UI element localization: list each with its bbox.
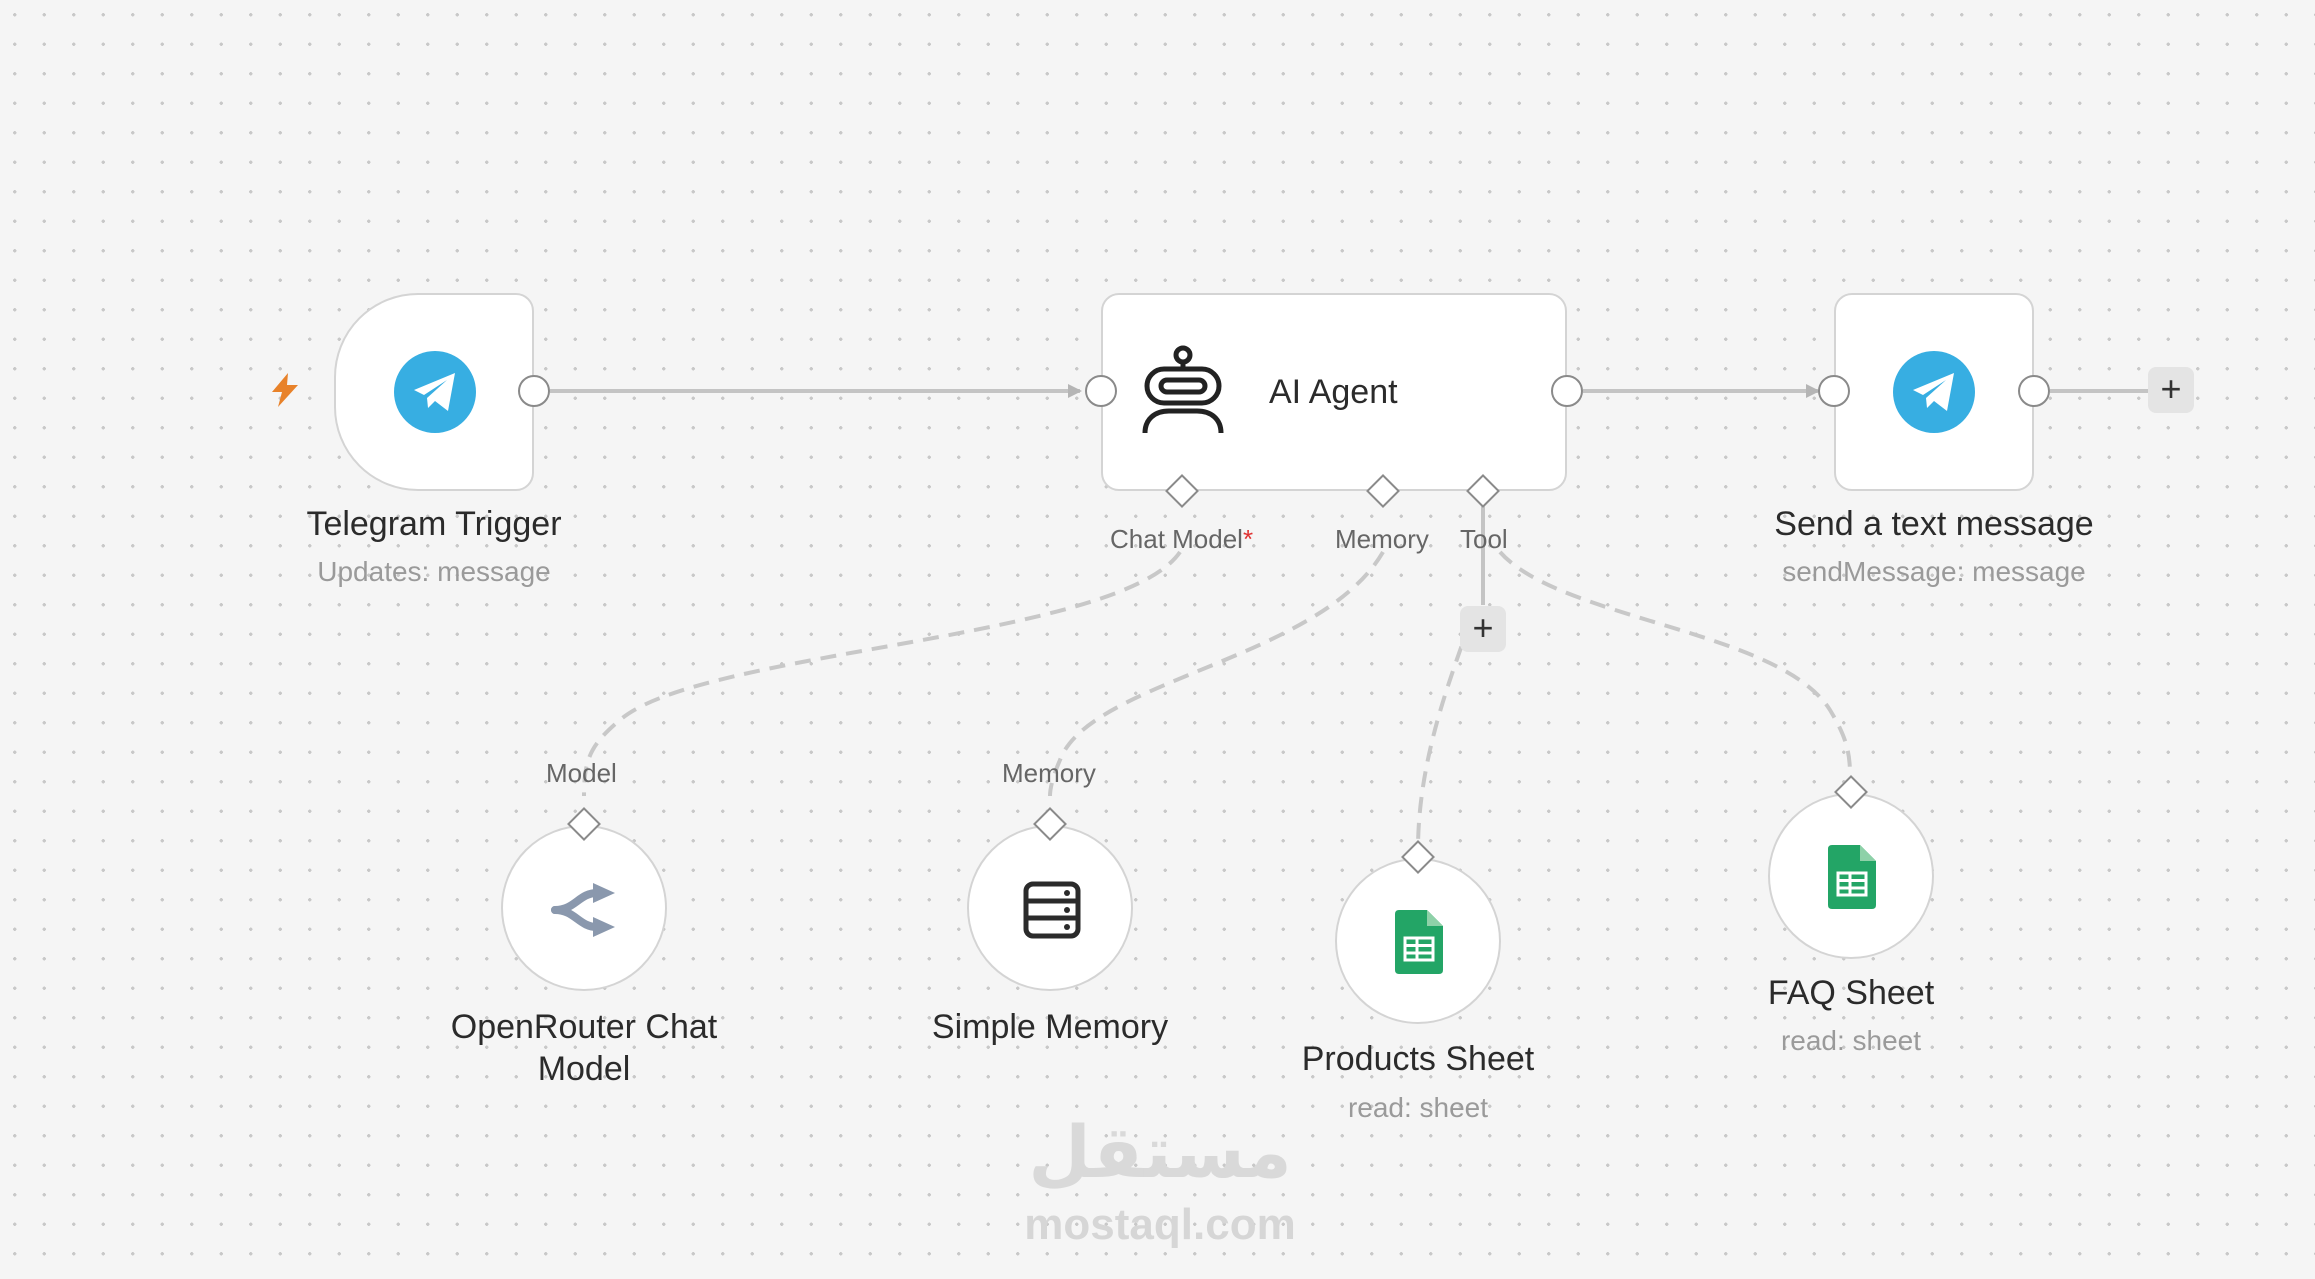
ai-agent-node[interactable]: AI Agent	[1101, 293, 1567, 491]
send-message-title: Send a text message	[1774, 505, 2094, 543]
robot-icon	[1142, 345, 1224, 434]
products-sheet-subtitle: read: sheet	[1347, 1092, 1489, 1123]
telegram-icon	[1893, 351, 1975, 433]
openrouter-icon	[551, 883, 615, 937]
memory-port-label: Memory	[1335, 524, 1429, 554]
add-tool-button[interactable]: +	[1460, 606, 1506, 652]
connection-memory-simplememory[interactable]	[1048, 550, 1385, 797]
telegram-trigger-subtitle: Updates: message	[317, 556, 551, 587]
connection-chatmodel-openrouter[interactable]	[582, 550, 1182, 797]
connection-tool-products[interactable]	[1416, 621, 1472, 851]
required-mark: *	[1242, 524, 1254, 554]
tool-port-label: Tool	[1460, 524, 1508, 554]
add-node-button[interactable]: +	[2148, 367, 2194, 413]
simple-memory-title: Simple Memory	[931, 1008, 1169, 1046]
database-icon	[1023, 881, 1081, 939]
lightning-bolt-icon	[272, 373, 298, 407]
faq-sheet-node[interactable]	[1768, 793, 1934, 959]
send-message-subtitle: sendMessage: message	[1782, 556, 2086, 587]
google-sheets-icon	[1395, 910, 1443, 974]
telegram-trigger-title: Telegram Trigger	[306, 505, 562, 543]
ai-agent-input-handle[interactable]	[1085, 375, 1117, 407]
send-message-node[interactable]	[1834, 293, 2034, 491]
simple-memory-node[interactable]	[967, 825, 1133, 991]
telegram-trigger-node[interactable]	[334, 293, 534, 491]
watermark-arabic: مستقل	[1028, 1110, 1292, 1194]
model-port-label: Model	[546, 758, 617, 788]
google-sheets-icon	[1828, 845, 1876, 909]
openrouter-node[interactable]	[501, 825, 667, 991]
telegram-trigger-output-handle[interactable]	[518, 375, 550, 407]
sub-connections	[582, 550, 1852, 851]
chat-model-port-label: Chat Model*	[1110, 524, 1253, 555]
send-message-output-handle[interactable]	[2018, 375, 2050, 407]
products-sheet-title: Products Sheet	[1301, 1040, 1535, 1078]
telegram-icon	[394, 351, 476, 433]
send-message-input-handle[interactable]	[1818, 375, 1850, 407]
faq-sheet-title: FAQ Sheet	[1767, 974, 1935, 1012]
ai-agent-title: AI Agent	[1269, 373, 1398, 411]
chat-model-label-text: Chat Model	[1110, 524, 1243, 554]
openrouter-title-line2: Model	[537, 1050, 631, 1088]
watermark-latin: mostaql.com	[1024, 1200, 1296, 1249]
memory-in-port-label: Memory	[1002, 758, 1096, 788]
openrouter-title-line1: OpenRouter Chat	[450, 1008, 718, 1046]
connection-tool-faq[interactable]	[1498, 550, 1852, 776]
products-sheet-node[interactable]	[1335, 858, 1501, 1024]
ai-agent-output-handle[interactable]	[1551, 375, 1583, 407]
faq-sheet-subtitle: read: sheet	[1780, 1025, 1922, 1056]
